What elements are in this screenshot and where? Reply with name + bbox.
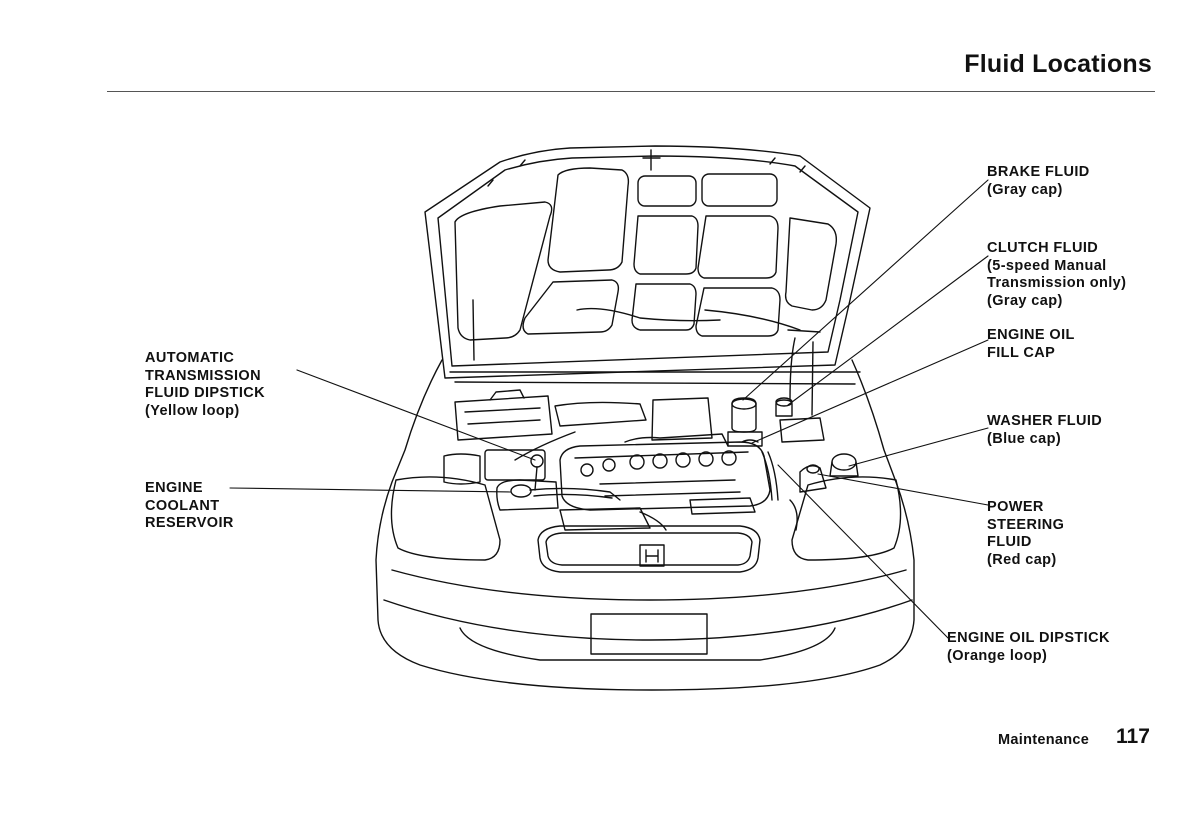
label-atf-dipstick: AUTOMATIC TRANSMISSION FLUID DIPSTICK (Y… — [145, 350, 265, 420]
label-engine-oil-fill-cap: ENGINE OIL FILL CAP — [987, 327, 1075, 362]
engine-oil-dipstick-loop: (Orange loop) — [947, 647, 1048, 664]
clutch-fluid-note-1: (5-speed Manual — [987, 257, 1107, 274]
engine-oil-dipstick-title: ENGINE OIL DIPSTICK — [947, 630, 1110, 646]
leader-engine-coolant — [229, 487, 511, 493]
label-brake-fluid: BRAKE FLUID (Gray cap) — [987, 164, 1090, 199]
washer-fluid-title: WASHER FLUID — [987, 413, 1103, 429]
leader-engine-oil-dipstick — [777, 464, 949, 639]
footer-section-name: Maintenance — [998, 732, 1090, 748]
brake-fluid-title: BRAKE FLUID — [987, 164, 1090, 180]
callout-leader-lines — [229, 179, 989, 639]
power-steering-cap: (Red cap) — [987, 551, 1057, 568]
label-power-steering-fluid: POWER STEERING FLUID (Red cap) — [987, 499, 1064, 569]
label-engine-coolant-reservoir: ENGINE COOLANT RESERVOIR — [145, 480, 234, 533]
header-divider — [107, 91, 1155, 92]
clutch-fluid-cap: (Gray cap) — [987, 292, 1063, 309]
engine-oil-fill-cap-line-1: ENGINE OIL — [987, 327, 1075, 343]
engine-coolant-line-2: COOLANT — [145, 497, 220, 514]
leader-atf-dipstick — [296, 369, 536, 461]
leader-brake-fluid — [742, 179, 989, 401]
leader-power-steering — [817, 473, 989, 506]
atf-dipstick-line-1: AUTOMATIC — [145, 350, 235, 366]
clutch-fluid-note-2: Transmission only) — [987, 275, 1127, 291]
clutch-fluid-title: CLUTCH FLUID — [987, 240, 1099, 256]
leader-engine-oil-fill-cap — [751, 339, 989, 444]
leader-washer-fluid — [848, 427, 989, 467]
washer-fluid-cap: (Blue cap) — [987, 430, 1062, 447]
atf-dipstick-line-3: FLUID DIPSTICK — [145, 385, 265, 401]
label-washer-fluid: WASHER FLUID (Blue cap) — [987, 413, 1102, 448]
label-clutch-fluid: CLUTCH FLUID (5-speed Manual Transmissio… — [987, 240, 1126, 310]
page-title: Fluid Locations — [964, 50, 1152, 78]
atf-dipstick-loop: (Yellow loop) — [145, 402, 240, 419]
engine-coolant-line-3: RESERVOIR — [145, 515, 234, 531]
atf-dipstick-line-2: TRANSMISSION — [145, 367, 261, 384]
page-number: 117 — [1116, 725, 1150, 748]
engine-coolant-line-1: ENGINE — [145, 480, 203, 496]
power-steering-line-2: STEERING — [987, 516, 1065, 533]
leader-clutch-fluid — [787, 255, 989, 406]
power-steering-line-1: POWER — [987, 499, 1044, 515]
label-engine-oil-dipstick: ENGINE OIL DIPSTICK (Orange loop) — [947, 630, 1110, 665]
car-body-drawing — [375, 359, 915, 691]
hood-drawing — [424, 145, 871, 416]
brake-fluid-cap: (Gray cap) — [987, 181, 1063, 198]
engine-drawing — [443, 389, 859, 531]
engine-oil-fill-cap-line-2: FILL CAP — [987, 344, 1056, 361]
power-steering-line-3: FLUID — [987, 534, 1032, 550]
